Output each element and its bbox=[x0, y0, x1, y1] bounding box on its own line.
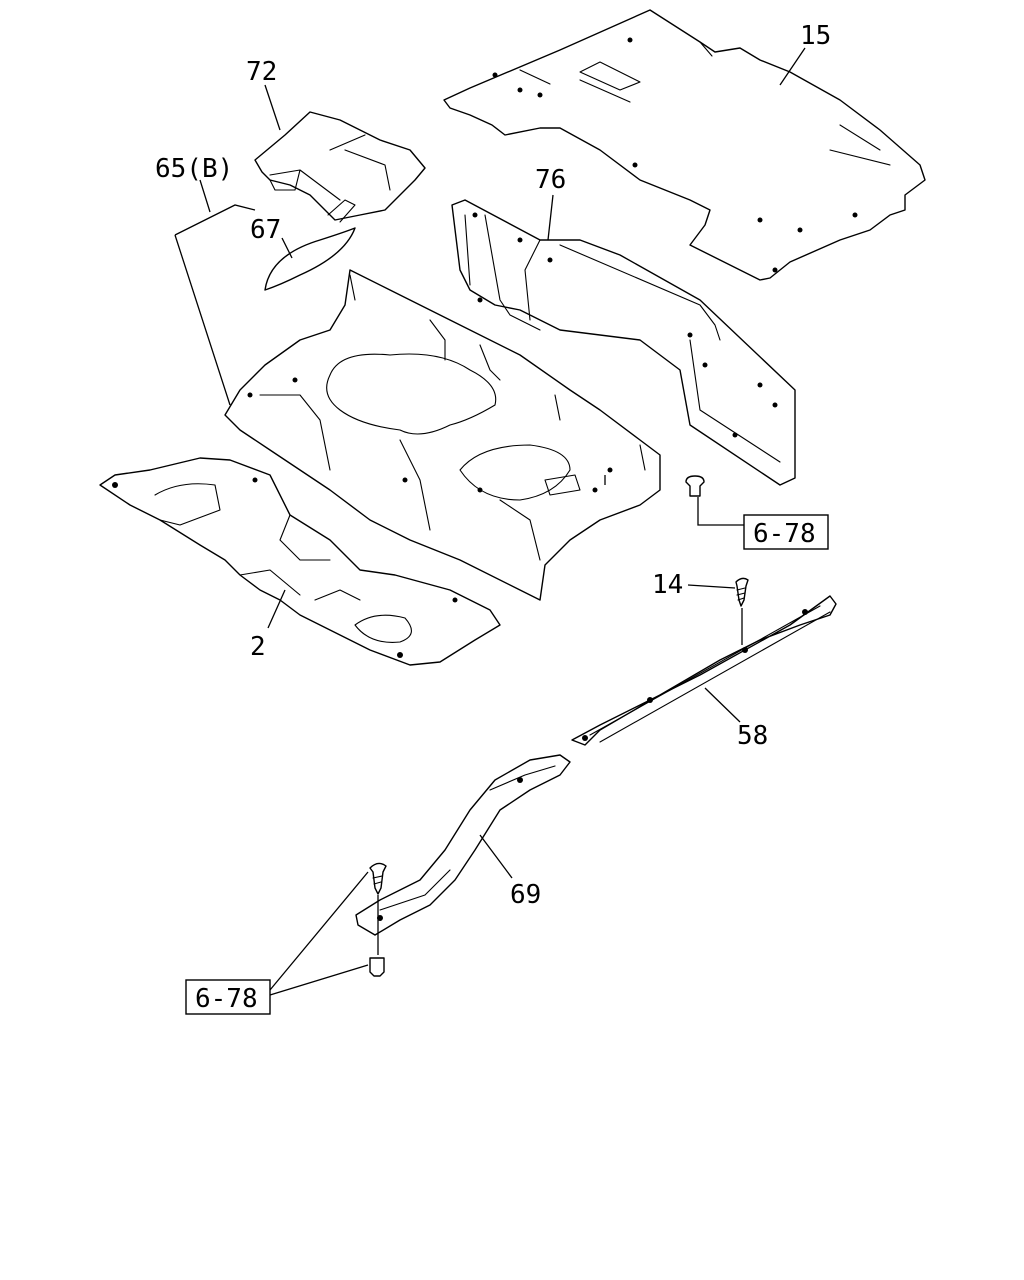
part-15-rear-floor-mat[interactable] bbox=[443, 9, 926, 281]
callout-14: 14 bbox=[652, 570, 683, 600]
part-14-screw[interactable] bbox=[735, 577, 749, 607]
callout-67: 67 bbox=[250, 215, 281, 245]
part-72-upper-mat[interactable] bbox=[254, 111, 426, 223]
callout-65b: 65(B) bbox=[155, 154, 233, 184]
callout-72: 72 bbox=[246, 57, 277, 87]
reference-label-lower: 6-78 bbox=[195, 984, 258, 1014]
part-58-sill-plate[interactable] bbox=[571, 595, 837, 746]
callout-58: 58 bbox=[737, 721, 768, 751]
clip-fastener-lower[interactable] bbox=[369, 957, 385, 977]
callout-76: 76 bbox=[535, 165, 566, 195]
part-67-half-round-pad[interactable] bbox=[264, 227, 356, 291]
part-2-front-floor-mat[interactable] bbox=[99, 457, 501, 666]
reference-box-upper[interactable]: 6-78 bbox=[743, 514, 829, 550]
callout-15: 15 bbox=[800, 21, 831, 51]
callout-69: 69 bbox=[510, 880, 541, 910]
reference-label-upper: 6-78 bbox=[753, 519, 816, 549]
screw-lower[interactable] bbox=[369, 862, 387, 895]
leader-lines bbox=[174, 47, 806, 996]
part-76-rear-partition-panel[interactable] bbox=[451, 199, 796, 486]
part-65b-main-floor-carpet[interactable] bbox=[224, 269, 661, 601]
callout-2: 2 bbox=[250, 632, 266, 662]
clip-fastener-upper[interactable] bbox=[685, 475, 705, 497]
reference-box-lower[interactable]: 6-78 bbox=[185, 979, 271, 1015]
part-69-curved-trim[interactable] bbox=[355, 754, 571, 936]
